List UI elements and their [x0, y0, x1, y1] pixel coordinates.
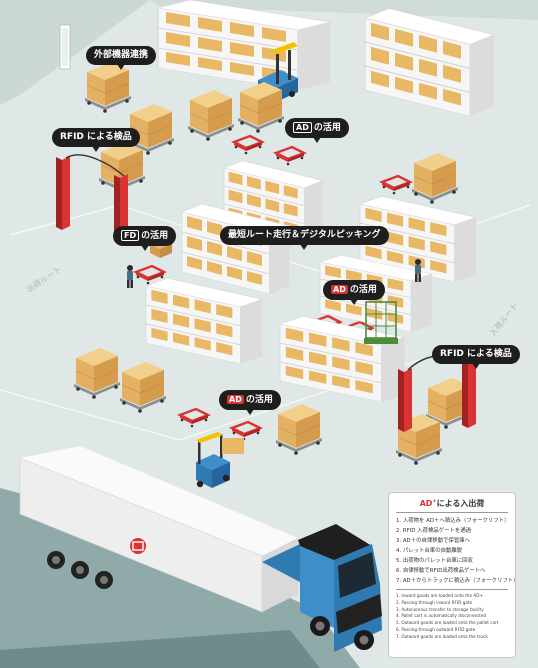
forklift-icon-bottom — [196, 432, 244, 488]
callout-picking: 最短ルート走行＆デジタルピッキング — [220, 226, 389, 250]
callout-text: 最短ルート走行＆デジタルピッキング — [228, 230, 381, 240]
legend-jp-step: 7. AD＋からトラックに積込み（フォークリフト） — [396, 578, 519, 584]
legend-en-step: 5. Outward goods are loaded onto the pal… — [396, 620, 499, 626]
fd-mark: FD — [121, 230, 140, 241]
callout-text: RFID による検品 — [60, 132, 132, 142]
legend-jp-step: 1. 入荷物を AD＋へ積込み（フォークリフト） — [396, 518, 510, 524]
legend-jp-step: 6. 自律移動でRFID出荷検品ゲートへ — [396, 568, 486, 574]
legend-jp-step: 4. パレット台車の自動離脱 — [396, 548, 463, 554]
ad-mark: AD — [293, 122, 312, 133]
legend-en-step: 1. Inward goods are loaded onto the AD+ — [396, 593, 483, 598]
callout-text: の活用 — [141, 231, 169, 241]
legend-jp-list: 1. 入荷物を AD＋へ積込み（フォークリフト） 2. RFID 入荷検品ゲートを… — [396, 516, 519, 586]
legend-divider — [396, 589, 508, 590]
legend-ad-sup: + — [432, 498, 437, 505]
callout-text: 外部機器連携 — [94, 50, 149, 60]
legend-en-step: 4. Pallet cart is automatically disconne… — [396, 613, 487, 619]
callout-text: の活用 — [245, 395, 273, 405]
legend-jp-step: 5. 出荷物のパレット台車に回収 — [396, 558, 473, 564]
callout-text: の活用 — [349, 285, 377, 295]
ad-mark: AD — [227, 395, 244, 404]
truck-cab — [262, 524, 382, 652]
legend-ad-mark: AD — [419, 499, 433, 508]
truck-trailer — [19, 446, 298, 613]
legend-en-step: 6. Passing through outward RFID gate — [396, 626, 476, 632]
callout-external-device: 外部機器連携 — [86, 46, 157, 70]
legend-jp-step: 2. RFID 入荷検品ゲートを通過 — [396, 528, 472, 534]
legend-panel: AD+による入出荷 1. 入荷物を AD＋へ積込み（フォークリフト） 2. RFI… — [388, 492, 519, 658]
legend-title-text: による入出荷 — [436, 499, 485, 508]
callout-text: の活用 — [313, 123, 341, 133]
legend-jp-step: 3. AD＋の自律移動で保管庫へ — [396, 538, 470, 544]
legend-en-step: 2. Passing through inward RFID gate — [396, 599, 473, 605]
legend-en-list: 1. Inward goods are loaded onto the AD+2… — [396, 593, 508, 641]
legend-en-step: 7. Outward goods are loaded onto the tru… — [396, 633, 488, 639]
callout-rfid-right: RFID による検品 — [432, 345, 520, 369]
legend-en-step: 3. Autonomous transfer to storage facili… — [396, 606, 484, 612]
callout-text: RFID による検品 — [440, 349, 512, 359]
ad-mark: AD — [331, 285, 348, 294]
legend-title: AD+による入出荷 — [396, 498, 508, 513]
callout-rfid-top: RFID による検品 — [52, 128, 140, 152]
